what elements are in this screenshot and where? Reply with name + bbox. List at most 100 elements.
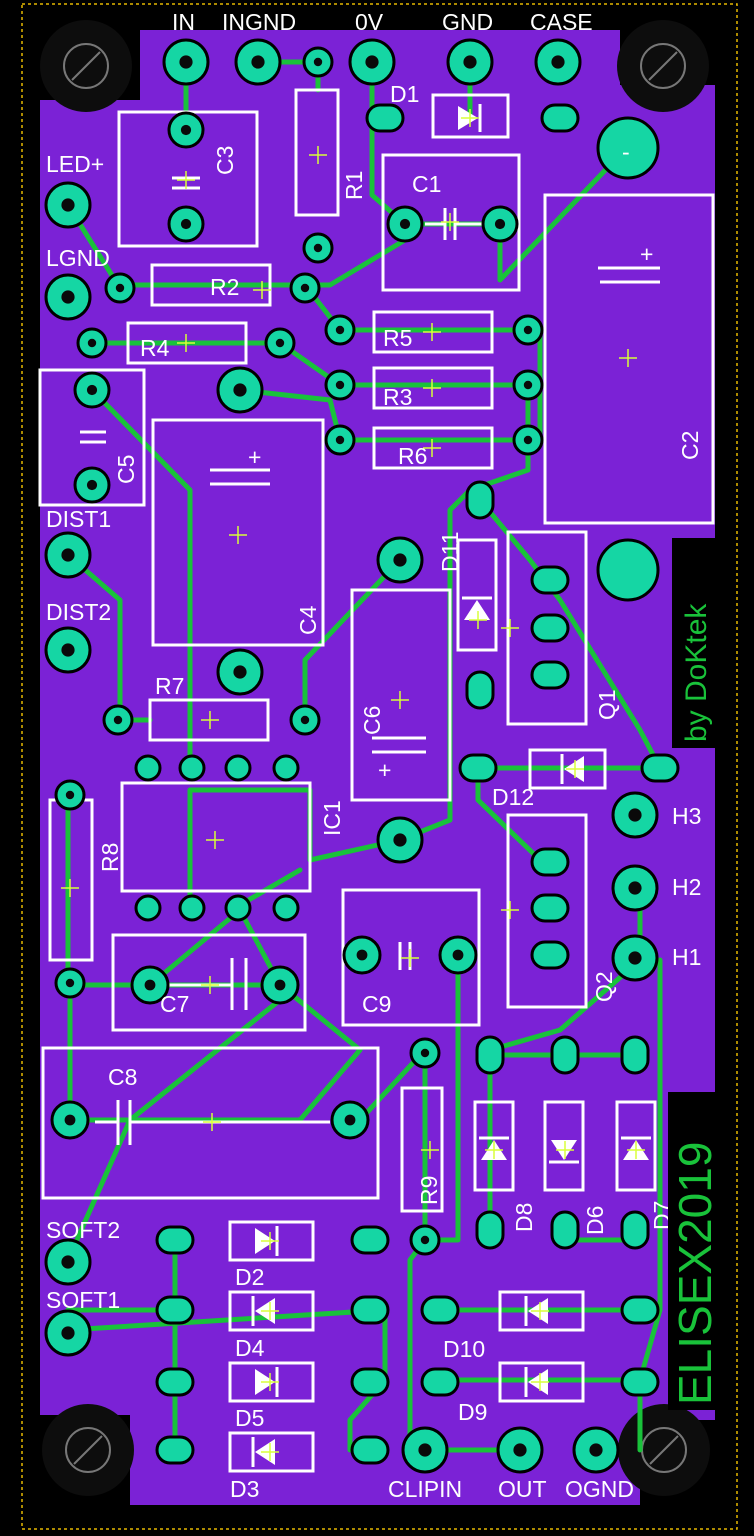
label-r5: R5 (383, 325, 412, 351)
drill-hole (463, 55, 477, 69)
drill-hole (300, 715, 310, 725)
label-d2: D2 (235, 1264, 264, 1290)
c6-polarity-plus: + (378, 757, 391, 783)
oval-pad (365, 103, 405, 133)
oval-pad (420, 1367, 460, 1397)
oval-pad (540, 103, 580, 133)
mounting-hole-tr (617, 20, 709, 112)
label-c8: C8 (108, 1064, 137, 1090)
drill-hole (313, 57, 323, 67)
drill-hole (523, 435, 533, 445)
label-r8: R8 (97, 843, 123, 872)
oval-pad (350, 1435, 390, 1465)
drill-hole (61, 1255, 75, 1269)
label-q1: Q1 (594, 689, 620, 720)
oval-pad (620, 1295, 660, 1325)
oval-pad (640, 753, 680, 783)
drill-hole (365, 55, 379, 69)
label-r7: R7 (155, 673, 184, 699)
label-h2: H2 (672, 874, 701, 900)
label-r1: R1 (341, 171, 367, 200)
drill-hole (300, 283, 310, 293)
drill-hole (144, 979, 156, 991)
label-ic1: IC1 (319, 800, 345, 836)
drill-hole (452, 949, 464, 961)
label-c2: C2 (677, 431, 703, 460)
oval-pad (350, 1367, 390, 1397)
label-c4: C4 (295, 605, 321, 635)
label-d8: D8 (511, 1203, 537, 1232)
logo-background (672, 538, 716, 748)
drill-hole (64, 1114, 76, 1126)
oval-pad (530, 893, 570, 923)
drill-hole (335, 435, 345, 445)
mounting-hole-tl (40, 20, 132, 112)
ic-pad (272, 754, 300, 782)
drill-hole (251, 55, 265, 69)
label-d11: D11 (437, 532, 463, 573)
label-case: CASE (530, 9, 593, 35)
ic-pad (178, 754, 206, 782)
year-tag-text: ELISEX2019 (669, 1142, 721, 1405)
drill-hole (65, 978, 75, 988)
label-r3: R3 (383, 384, 412, 410)
drill-hole (523, 325, 533, 335)
label-d12: D12 (492, 784, 534, 810)
drill-hole (61, 198, 75, 212)
drill-hole (313, 243, 323, 253)
oval-pad (530, 660, 570, 690)
oval-pad (155, 1225, 195, 1255)
label-d3: D3 (230, 1476, 259, 1502)
label-h1: H1 (672, 944, 701, 970)
drill-hole (275, 338, 285, 348)
oval-pad (550, 1210, 580, 1250)
ic-pad (134, 894, 162, 922)
oval-pad (530, 613, 570, 643)
c2-polarity-plus: + (640, 241, 653, 267)
drill-hole (179, 55, 193, 69)
drill-hole (65, 790, 75, 800)
label-d9: D9 (458, 1399, 487, 1425)
oval-pad (475, 1035, 505, 1075)
oval-pad (620, 1210, 650, 1250)
label-r9: R9 (416, 1176, 442, 1205)
label-soft2: SOFT2 (46, 1217, 120, 1243)
label-c6: C6 (359, 706, 385, 735)
drill-hole (335, 325, 345, 335)
oval-pad (155, 1367, 195, 1397)
label-c5: C5 (113, 455, 139, 484)
drill-hole (393, 553, 407, 567)
oval-pad (550, 1035, 580, 1075)
drill-hole (393, 833, 407, 847)
drill-hole (115, 283, 125, 293)
polarity-marks: - + + + (248, 139, 653, 783)
drill-hole (61, 548, 75, 562)
oval-pad (475, 1210, 505, 1250)
logo-text: by DoKtek (680, 603, 713, 742)
label-d6: D6 (582, 1206, 608, 1235)
label-0v: 0V (355, 9, 384, 35)
drill-hole (61, 290, 75, 304)
drill-hole (87, 338, 97, 348)
drill-hole (274, 979, 286, 991)
oval-pad (465, 480, 495, 520)
drill-hole (513, 1443, 527, 1457)
label-r2: R2 (210, 274, 239, 300)
drill-hole (399, 218, 411, 230)
oval-pad (350, 1225, 390, 1255)
drill-hole (628, 808, 642, 822)
year-tag-background (668, 1092, 716, 1410)
drill-hole (551, 55, 565, 69)
label-soft1: SOFT1 (46, 1287, 120, 1313)
label-d4: D4 (235, 1335, 265, 1361)
drill-hole (61, 643, 75, 657)
c4-polarity-plus: + (248, 444, 261, 470)
drill-hole (523, 380, 533, 390)
drill-hole (418, 1443, 432, 1457)
label-r6: R6 (398, 443, 427, 469)
label-c7: C7 (160, 991, 189, 1017)
drill-hole (344, 1114, 356, 1126)
oval-pad (620, 1367, 660, 1397)
label-out: OUT (498, 1476, 547, 1502)
